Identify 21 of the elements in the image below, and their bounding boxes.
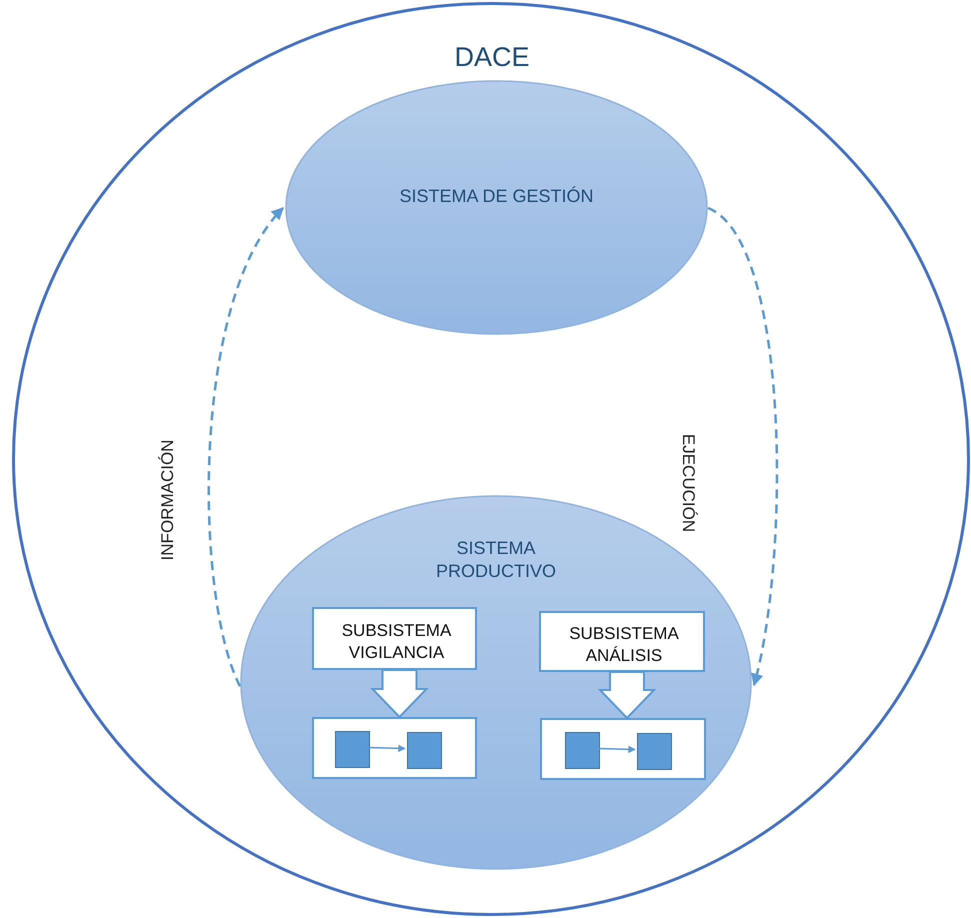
arrow: [707, 207, 778, 686]
node-label: SISTEMA DE GESTIÓN: [398, 185, 595, 208]
arrow: [368, 744, 406, 752]
arrow: [598, 746, 636, 754]
block-arrow: [598, 671, 656, 720]
subsystem-box: [539, 611, 705, 672]
process-square: [407, 732, 442, 769]
diagram-heading: DACE: [453, 41, 530, 74]
subsystem-box: [312, 607, 477, 670]
node-label: SISTEMA PRODUCTIVO: [434, 537, 557, 584]
node-label: SUBSISTEMA VIGILANCIA: [340, 620, 452, 664]
arrow: [208, 207, 284, 687]
process-box: [312, 717, 477, 779]
process-box: [540, 718, 706, 780]
system-ellipse: [285, 80, 708, 335]
block-arrow: [370, 669, 429, 718]
process-square: [637, 733, 672, 770]
process-square: [565, 732, 600, 769]
organization-circle: [12, 2, 970, 916]
node-label: SUBSISTEMA ANÁLISIS: [568, 623, 680, 668]
process-square: [335, 731, 370, 768]
